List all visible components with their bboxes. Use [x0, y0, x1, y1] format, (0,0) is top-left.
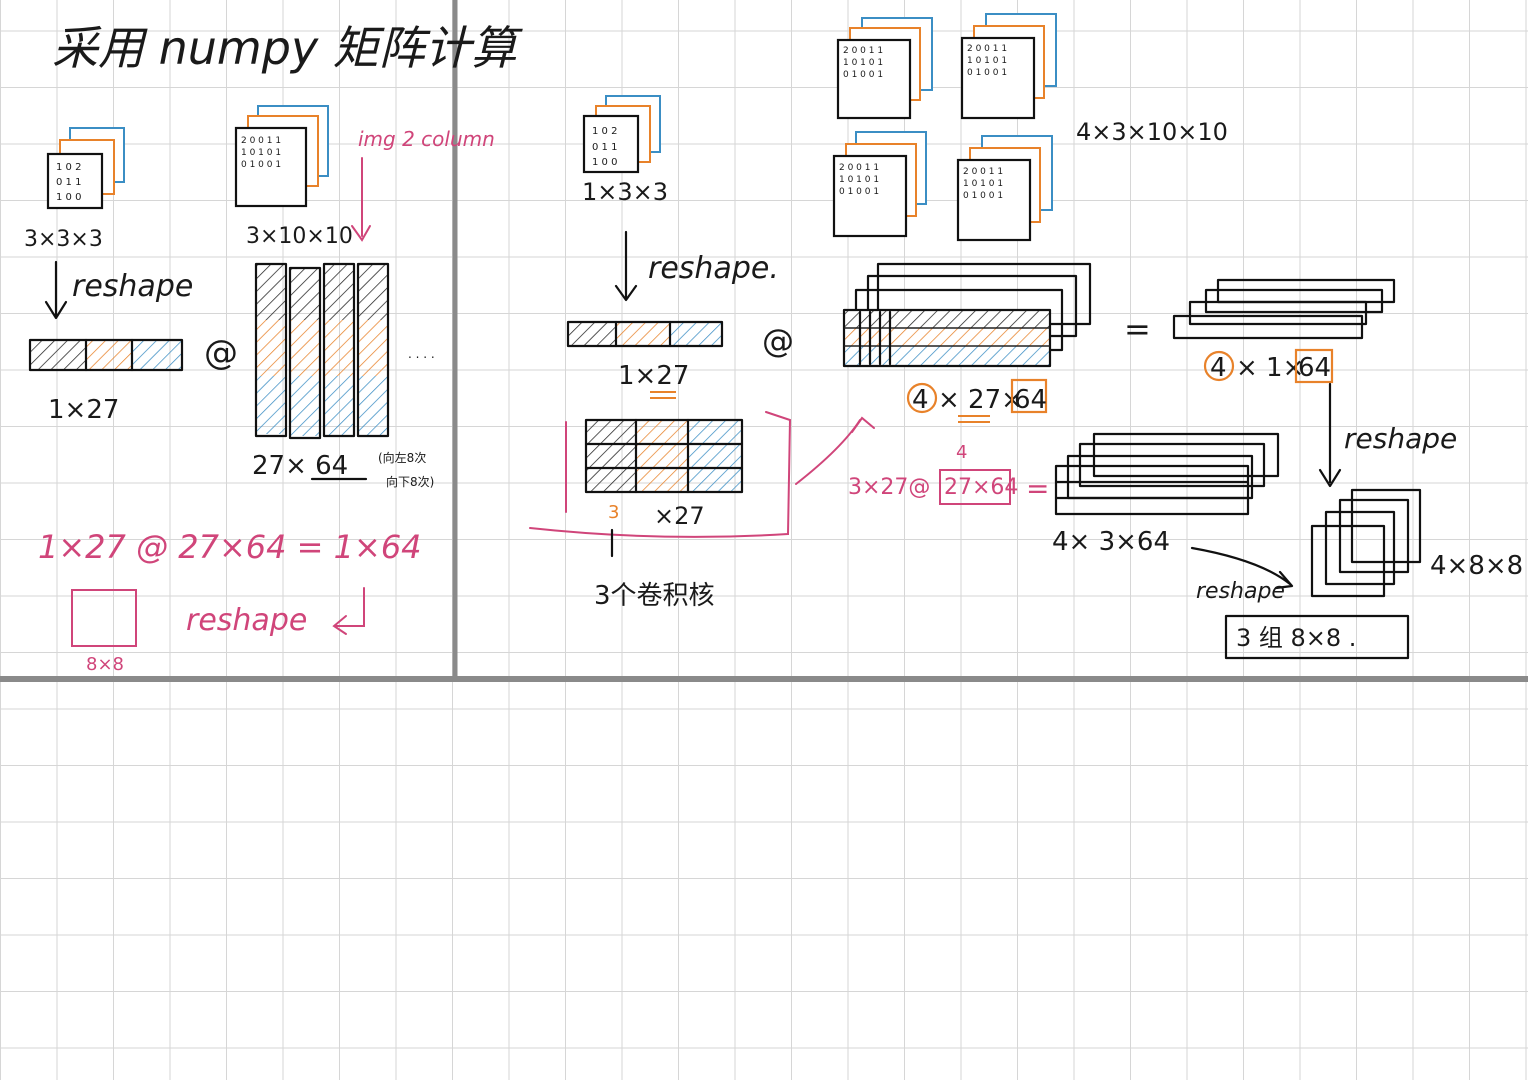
result-label-c: 64 [1298, 353, 1331, 383]
batch-2-row-2: 1 0 1 0 1 [967, 56, 1007, 66]
pink-eq-box: 27×64 [944, 475, 1018, 500]
right-vector-label: 1×27 [618, 361, 689, 391]
final-square-stack [1310, 488, 1422, 598]
left-columns [254, 262, 390, 440]
left-kernel-row-2: 0 1 1 [56, 177, 81, 188]
left-vector-label: 1×27 [48, 395, 119, 425]
final-label: 4×8×8 [1430, 551, 1523, 581]
right-kernel-label: 1×3×3 [582, 178, 668, 206]
left-kernel-row-3: 1 0 0 [56, 192, 81, 203]
right-kernel-stack: 1 0 2 0 1 1 1 0 0 [582, 95, 661, 174]
left-image-row-1: 2 0 0 1 1 [241, 136, 281, 146]
batch-4-row-3: 0 1 0 0 1 [963, 191, 1003, 201]
left-kernel-row-1: 1 0 2 [56, 162, 81, 173]
right-at-symbol: @ [762, 322, 794, 360]
left-reshape-label: reshape [72, 269, 193, 304]
right-reshape-label: reshape. [648, 251, 779, 286]
output-reshape-label: reshape [186, 603, 307, 638]
right-kernel-row-1: 1 0 2 [592, 126, 617, 137]
batch-4-row-1: 2 0 0 1 1 [963, 167, 1003, 177]
right-reshape-arrow [614, 230, 638, 302]
left-kernel-stack: 1 0 2 0 1 1 1 0 0 [46, 127, 125, 210]
left-ellipsis: . . . . [408, 347, 435, 361]
col-matrix-label-c: 64 [1014, 385, 1047, 415]
col-matrix-label-b: × 27× [938, 385, 1023, 415]
right-vector-bar [566, 320, 724, 348]
output-row-label: 4× 3×64 [1052, 527, 1170, 557]
batch-stack-3: 2 0 0 1 1 1 0 1 0 1 0 1 0 0 1 [832, 131, 927, 238]
three-kernel-bracket [529, 411, 792, 538]
batch-4-row-2: 1 0 1 0 1 [963, 179, 1003, 189]
three-kernel-dims: ×27 [654, 502, 705, 530]
batch-3-row-3: 0 1 0 0 1 [839, 187, 879, 197]
three-kernel-rows [584, 418, 744, 494]
batch-3-row-2: 1 0 1 0 1 [839, 175, 879, 185]
pink-eq-top: 4 [956, 442, 967, 463]
col-matrix-stack [842, 262, 1092, 368]
result-stack [1172, 278, 1396, 340]
batch-stack-2: 2 0 0 1 1 1 0 1 0 1 0 1 0 0 1 [960, 13, 1057, 120]
batch-2-row-3: 0 1 0 0 1 [967, 68, 1007, 78]
output-reshape-arrow [332, 587, 365, 635]
img2col-label: img 2 column [358, 127, 495, 151]
img2col-arrow [351, 157, 371, 242]
batch-2-row-1: 2 0 0 1 1 [967, 44, 1007, 54]
result-label-a: 4 [1210, 353, 1227, 383]
left-image-stack: 2 0 0 1 1 1 0 1 0 1 0 1 0 0 1 [234, 105, 329, 208]
page-title: 采用 numpy 矩阵计算 [52, 21, 524, 75]
left-vector-bar [28, 338, 184, 372]
reshape-arrow-3 [1190, 546, 1294, 590]
left-equation: 1×27 @ 27×64 = 1×64 [38, 528, 422, 566]
three-kernels-caption: 3个卷积核 [594, 581, 715, 611]
batch-stack-1: 2 0 0 1 1 1 0 1 0 1 0 1 0 0 1 [836, 17, 933, 120]
left-image-label: 3×10×10 [246, 224, 353, 249]
groups-label: 3 组 8×8 . [1236, 624, 1356, 652]
left-column-note-1: (向左8次 [378, 450, 426, 465]
groups-box [1224, 614, 1410, 660]
batch-1-row-2: 1 0 1 0 1 [843, 58, 883, 68]
left-reshape-arrow [44, 260, 68, 320]
three-kernel-arrow [795, 416, 875, 485]
left-column-note-2: 向下8次) [386, 474, 434, 489]
output-square [71, 589, 137, 647]
result-reshape-arrow [1318, 382, 1342, 488]
batch-1-row-3: 0 1 0 0 1 [843, 70, 883, 80]
reshape-label-3: reshape [1196, 579, 1285, 604]
equals-symbol: = [1124, 310, 1151, 348]
left-image-row-3: 0 1 0 0 1 [241, 160, 281, 170]
col-matrix-label-a: 4 [912, 385, 929, 415]
batch-1-row-1: 2 0 0 1 1 [843, 46, 883, 56]
batch-3-row-1: 2 0 0 1 1 [839, 163, 879, 173]
left-kernel-label: 3×3×3 [24, 227, 103, 252]
right-kernel-row-3: 1 0 0 [592, 157, 617, 168]
right-kernel-row-2: 0 1 1 [592, 142, 617, 153]
pink-eq-left: 3×27@ [848, 475, 930, 500]
left-at-symbol: @ [204, 333, 238, 373]
batch-stack-4: 2 0 0 1 1 1 0 1 0 1 0 1 0 0 1 [956, 135, 1053, 242]
result-label-b: × 1× [1236, 353, 1304, 383]
batch-label: 4×3×10×10 [1076, 118, 1228, 146]
three-label: 3 [608, 502, 619, 523]
left-image-row-2: 1 0 1 0 1 [241, 148, 281, 158]
output-label: 8×8 [86, 654, 124, 675]
pink-eq-equals: = [1026, 472, 1049, 505]
reshape-label-2: reshape [1344, 422, 1457, 455]
left-column-label: 27× 64 [252, 451, 348, 481]
output-row-stack [1054, 432, 1280, 516]
